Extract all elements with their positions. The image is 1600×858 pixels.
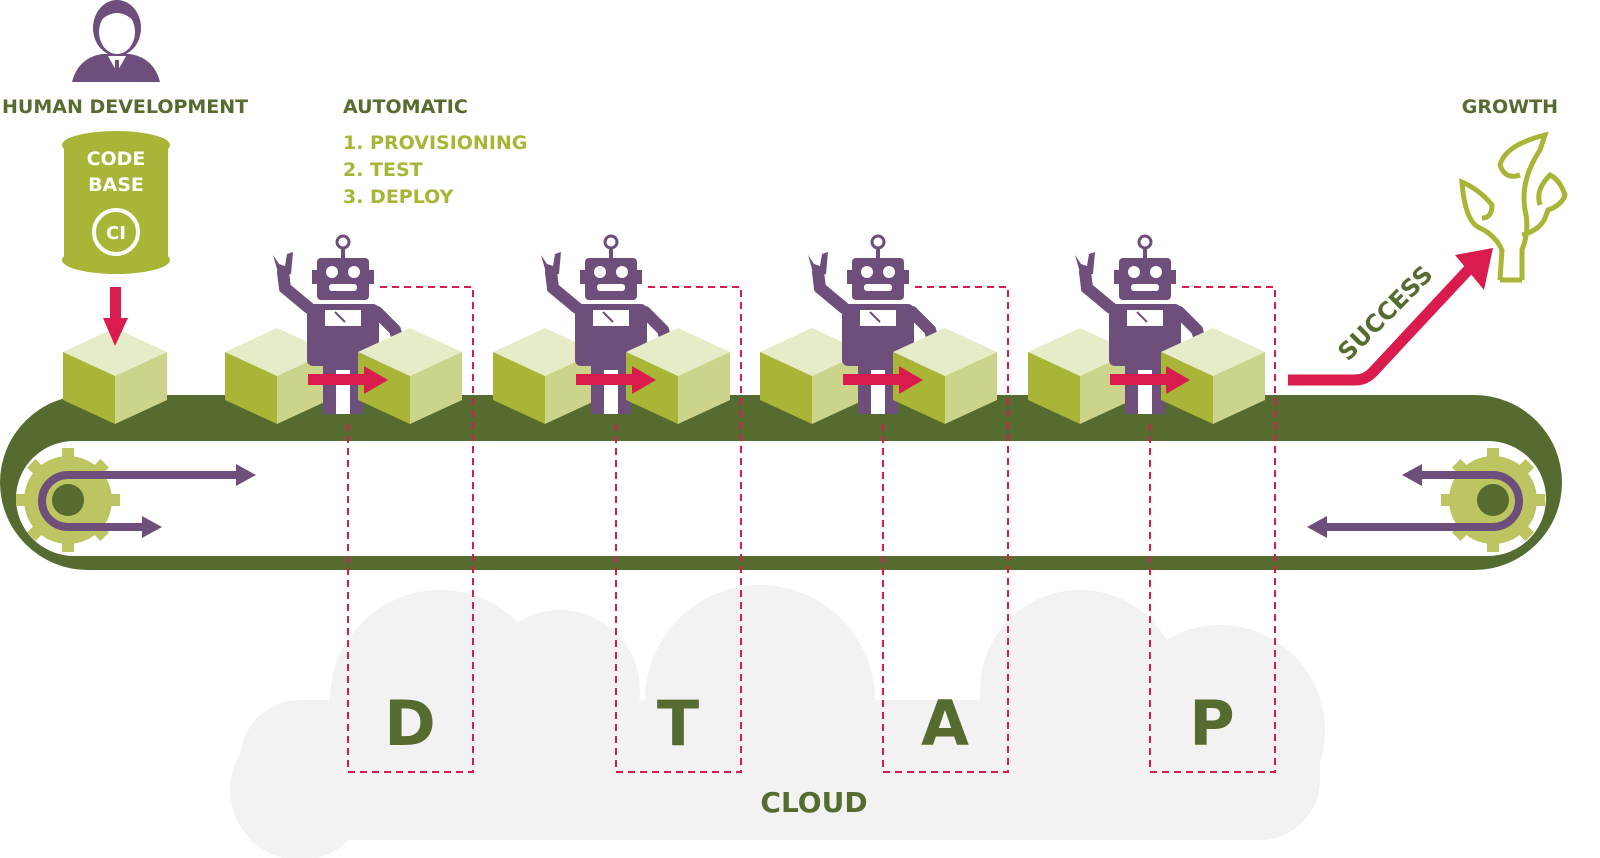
automatic-label: AUTOMATIC xyxy=(343,96,468,118)
step-test: 2. TEST xyxy=(343,159,423,181)
stage-development: D xyxy=(384,687,435,760)
stage-production: P xyxy=(1189,687,1234,760)
stage-acceptance: A xyxy=(921,687,969,760)
return-arrow-left xyxy=(38,471,240,531)
gear-icon xyxy=(1441,448,1545,552)
database-icon xyxy=(62,131,170,274)
ci-label: CI xyxy=(106,223,126,244)
commit-arrow xyxy=(103,287,128,346)
human-development-label: HUMAN DEVELOPMENT xyxy=(2,96,248,118)
cloud-label: CLOUD xyxy=(760,786,867,819)
plant-icon xyxy=(1459,131,1568,283)
stage-test: T xyxy=(657,687,699,760)
gear-icon xyxy=(16,448,120,552)
cloud xyxy=(230,585,1325,858)
transfer-arrows xyxy=(308,366,1190,394)
success-arrow xyxy=(1288,264,1475,386)
growth-label: GROWTH xyxy=(1462,96,1558,118)
conveyor-belt xyxy=(0,395,1562,570)
stage-boxes xyxy=(347,286,1276,773)
ci-cycle-icon xyxy=(92,208,140,256)
step-deploy: 3. DEPLOY xyxy=(343,186,454,208)
step-provisioning: 1. PROVISIONING xyxy=(343,132,527,154)
code-base-line1: CODE xyxy=(87,148,146,170)
return-arrow-right xyxy=(1325,471,1523,531)
code-base-line2: BASE xyxy=(88,174,144,196)
person-icon xyxy=(72,0,160,82)
